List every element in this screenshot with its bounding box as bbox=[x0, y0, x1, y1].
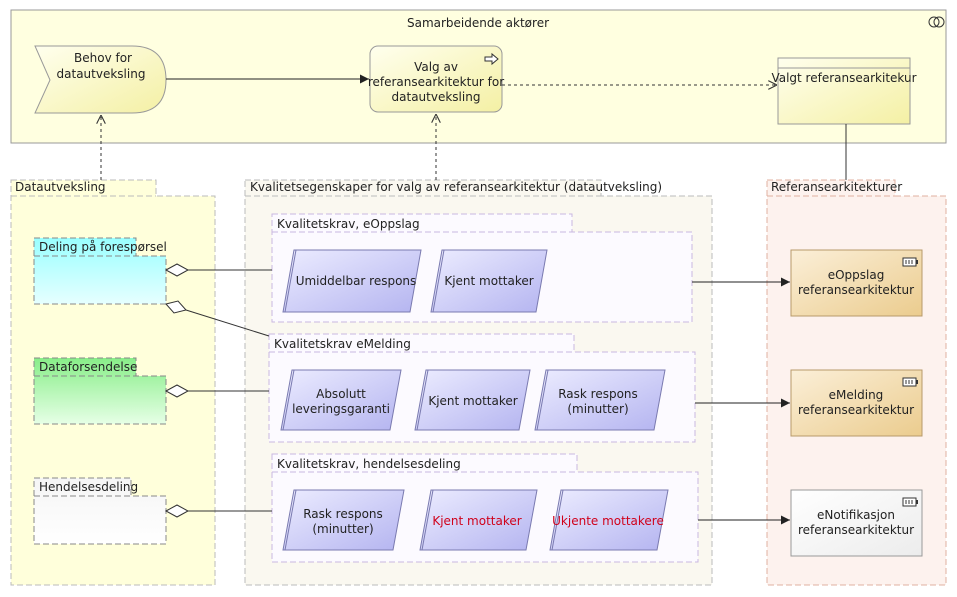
pattern-label: Hendelsesdeling bbox=[39, 480, 138, 494]
aggregation-deling-eoppslag bbox=[164, 263, 272, 277]
requirement-label: Kjent mottaker bbox=[432, 514, 521, 528]
requirement-rask-respons[interactable]: Rask respons (minutter) bbox=[282, 489, 405, 551]
architecture-enotifikasjon[interactable]: eNotifikasjon referansearkitektur bbox=[790, 489, 923, 557]
requirement-label-line2: leveringsgaranti bbox=[292, 402, 390, 416]
aggregation-hendelse-hendelsesdeling bbox=[164, 504, 272, 518]
requirement-kjent-mottaker[interactable]: Kjent mottaker bbox=[414, 369, 531, 431]
architecture-label-line1: eNotifikasjon bbox=[817, 508, 895, 522]
requirement-kjent-mottaker[interactable]: Kjent mottaker bbox=[430, 249, 548, 313]
requirement-group-title: Kvalitetskrav, hendelsesdeling bbox=[277, 457, 461, 471]
aggregation-deling-emelding bbox=[165, 300, 270, 337]
battery-icon bbox=[902, 377, 918, 387]
architecture-label-line1: eOppslag bbox=[828, 268, 885, 282]
battery-icon bbox=[902, 257, 918, 267]
group-title: Kvalitetsegenskaper for valg av referans… bbox=[250, 180, 662, 194]
pattern-label: Deling på forespørsel bbox=[39, 240, 167, 254]
requirement-umiddelbar-respons[interactable]: Umiddelbar respons bbox=[282, 249, 422, 313]
object-valgt-referansearkitektur[interactable]: Valgt referansearkitekur bbox=[771, 57, 917, 125]
pattern-label: Dataforsendelse bbox=[39, 360, 137, 374]
event-behov-for-datautveksling[interactable]: Behov for datautveksling bbox=[34, 45, 167, 114]
process-arrow-icon bbox=[484, 52, 499, 66]
requirement-rask-respons[interactable]: Rask respons (minutter) bbox=[534, 369, 666, 431]
requirement-label-line1: Rask respons bbox=[558, 387, 638, 401]
process-label-line3: datautveksling bbox=[392, 90, 481, 104]
process-valg-av-referansearkitektur[interactable]: Valg av referansearkitektur for datautve… bbox=[368, 45, 504, 113]
requirement-label-line2: (minutter) bbox=[312, 522, 373, 536]
architecture-eoppslag[interactable]: eOppslag referansearkitektur bbox=[790, 249, 923, 317]
requirement-label: Kjent mottaker bbox=[428, 394, 517, 408]
process-label-line1: Valg av bbox=[414, 60, 458, 74]
requirement-ukjente-mottakere[interactable]: Ukjente mottakere bbox=[549, 489, 669, 551]
pattern-hendelsesdeling[interactable]: Hendelsesdeling bbox=[33, 477, 167, 545]
process-label-line2: referansearkitektur for bbox=[368, 75, 504, 89]
aggregation-dataforsendelse-emelding bbox=[164, 384, 269, 398]
group-title: Datautveksling bbox=[15, 180, 106, 194]
requirement-group-title: Kvalitetskrav eMelding bbox=[274, 337, 411, 351]
requirement-group-title: Kvalitetskrav, eOppslag bbox=[277, 217, 420, 231]
object-label: Valgt referansearkitekur bbox=[771, 71, 916, 85]
event-label-line2: datautveksling bbox=[57, 67, 146, 81]
event-label-line1: Behov for bbox=[74, 51, 132, 65]
architecture-label-line2: referansearkitektur bbox=[798, 283, 914, 297]
pattern-deling-pa-foresporsel[interactable]: Deling på forespørsel bbox=[33, 237, 167, 305]
architecture-label-line2: referansearkitektur bbox=[798, 523, 914, 537]
requirement-label-line1: Rask respons bbox=[303, 507, 383, 521]
requirement-label: Kjent mottaker bbox=[444, 274, 533, 288]
group-title: Samarbeidende aktører bbox=[407, 16, 549, 30]
architecture-label-line1: eMelding bbox=[829, 388, 884, 402]
requirement-kjent-mottaker[interactable]: Kjent mottaker bbox=[419, 489, 538, 551]
pattern-dataforsendelse[interactable]: Dataforsendelse bbox=[33, 357, 167, 425]
requirement-label-line1: Absolutt bbox=[316, 387, 366, 401]
architecture-label-line2: referansearkitektur bbox=[798, 403, 914, 417]
requirement-label: Ukjente mottakere bbox=[552, 514, 664, 528]
architecture-emelding[interactable]: eMelding referansearkitektur bbox=[790, 369, 923, 437]
battery-icon bbox=[902, 497, 918, 507]
requirement-label: Umiddelbar respons bbox=[296, 274, 417, 288]
requirement-label-line2: (minutter) bbox=[567, 402, 628, 416]
requirement-absolutt-leveringsgaranti[interactable]: Absolutt leveringsgaranti bbox=[280, 369, 402, 431]
group-title: Referansearkitekturer bbox=[771, 180, 902, 194]
collaboration-icon bbox=[928, 16, 945, 28]
